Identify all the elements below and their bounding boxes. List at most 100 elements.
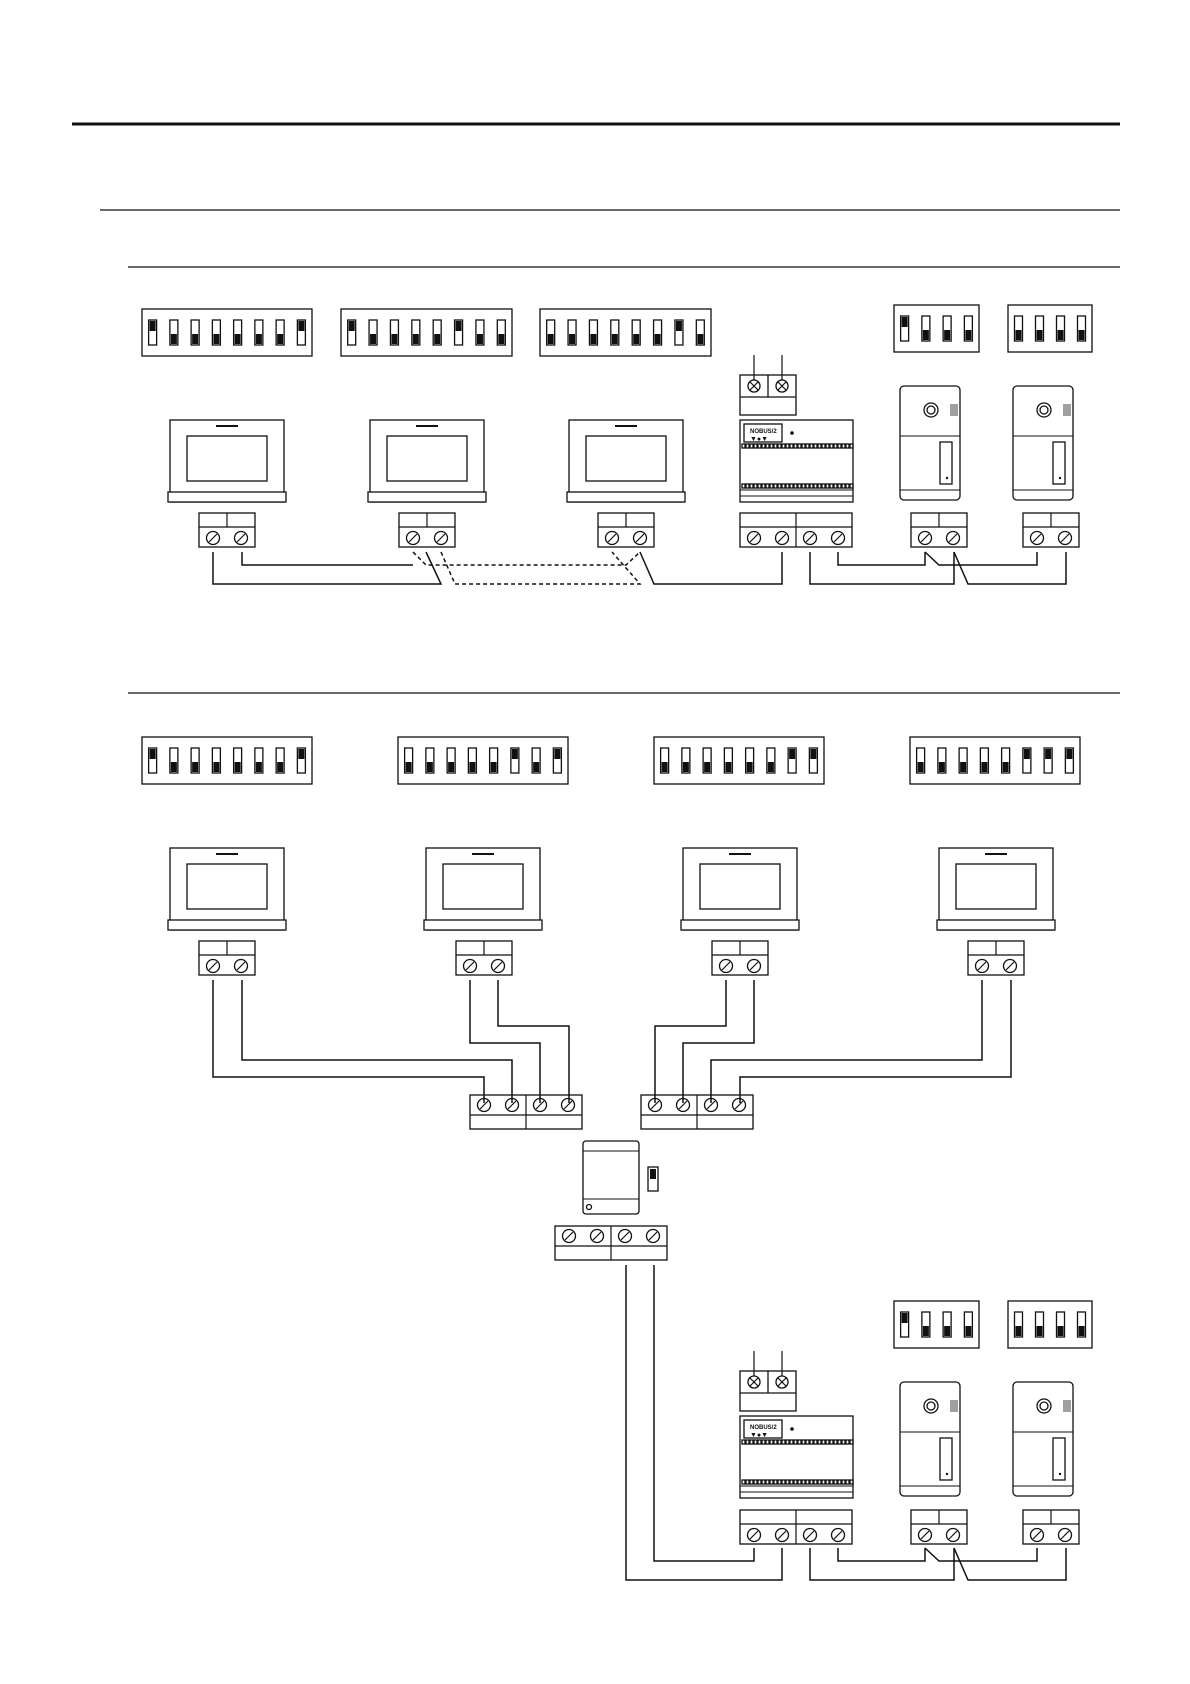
monitor-bottom-3: [681, 848, 799, 930]
dip-switch-bottom-monitor-3: [654, 737, 824, 784]
dip-knob: [498, 334, 504, 344]
video-distributor: [583, 1141, 639, 1214]
dip-knob: [768, 762, 774, 772]
dip-knob: [512, 749, 518, 759]
terminal-top-power: [740, 513, 852, 547]
terminal-top-monitor-2: [399, 513, 455, 547]
dip-knob: [1037, 330, 1043, 340]
dip-knob: [434, 334, 440, 344]
svg-text:▼●▼: ▼●▼: [750, 436, 768, 443]
dip-knob: [554, 749, 560, 759]
dip-knob: [725, 762, 731, 772]
dip-knob: [477, 334, 483, 344]
dip-switch-top-panel-1: [894, 305, 979, 352]
power-supply-top: NOBUS/2▼●▼: [740, 420, 853, 502]
dip-knob: [612, 334, 618, 344]
dip-switch-bottom-monitor-2: [398, 737, 568, 784]
door-panel-top-1: [900, 386, 960, 500]
monitor-bottom-2: [424, 848, 542, 930]
wiring-top: [213, 552, 1066, 584]
terminal-bottom-panel-1: [911, 1510, 967, 1544]
monitor-bottom-1: [168, 848, 286, 930]
dip-switch-bottom-panel-2: [1008, 1301, 1092, 1348]
wiring-bottom-riser: [626, 1265, 1066, 1580]
dip-knob: [655, 334, 661, 344]
dip-knob: [427, 762, 433, 772]
dip-switch-bottom-panel-1: [894, 1301, 979, 1348]
dip-knob: [1079, 330, 1085, 340]
dip-knob: [704, 762, 710, 772]
dip-knob: [683, 762, 689, 772]
dip-knob: [533, 762, 539, 772]
dip-knob: [1016, 330, 1022, 340]
dip-knob: [569, 334, 575, 344]
mains-terminal-bottom: [740, 1351, 796, 1411]
dip-knob: [960, 762, 966, 772]
dip-knob: [697, 334, 703, 344]
door-panel-top-2: [1013, 386, 1073, 500]
dip-knob: [213, 334, 219, 344]
terminal-distributor-right: [641, 1095, 753, 1129]
dip-knob: [235, 762, 241, 772]
dip-switch-top-monitor-2: [341, 309, 512, 356]
dip-knob: [676, 321, 682, 331]
dip-switch-bottom-monitor-4: [910, 737, 1080, 784]
dip-knob: [298, 321, 304, 331]
dip-knob: [789, 749, 795, 759]
dip-knob: [298, 749, 304, 759]
dip-knob: [391, 334, 397, 344]
dip-knob: [150, 321, 156, 331]
dip-knob: [902, 1313, 908, 1323]
monitor-top-2: [368, 420, 486, 502]
dip-knob: [923, 1326, 929, 1336]
dip-knob: [548, 334, 554, 344]
terminal-bottom-power: [740, 1510, 852, 1544]
dip-knob: [1066, 749, 1072, 759]
wiring-bottom-monitors: [213, 980, 1011, 1103]
dip-knob: [590, 334, 596, 344]
dip-switch-top-monitor-3: [540, 309, 711, 356]
dip-knob: [256, 762, 262, 772]
dip-knob: [662, 762, 668, 772]
dip-knob: [939, 762, 945, 772]
monitor-top-1: [168, 420, 286, 502]
dip-knob: [469, 762, 475, 772]
dip-switch-top-monitor-1: [142, 309, 312, 356]
terminal-top-monitor-3: [598, 513, 654, 547]
dip-knob: [1079, 1326, 1085, 1336]
dip-knob: [965, 1326, 971, 1336]
power-supply-label: NOBUS/2: [750, 1425, 777, 1431]
door-panel-bottom-2: [1013, 1382, 1073, 1496]
dip-knob: [650, 1169, 656, 1179]
terminal-bottom-monitor-1: [199, 941, 255, 975]
dip-knob: [277, 762, 283, 772]
mains-terminal-top: [740, 355, 796, 415]
terminal-bottom-panel-2: [1023, 1510, 1079, 1544]
terminal-top-panel-1: [911, 513, 967, 547]
terminal-bottom-monitor-4: [968, 941, 1024, 975]
dip-knob: [235, 334, 241, 344]
dip-knob: [747, 762, 753, 772]
dip-knob: [448, 762, 454, 772]
dip-knob: [213, 762, 219, 772]
dip-knob: [277, 334, 283, 344]
terminal-top-monitor-1: [199, 513, 255, 547]
dip-knob: [981, 762, 987, 772]
dip-knob: [1058, 330, 1064, 340]
dip-switch-top-panel-2: [1008, 305, 1092, 352]
dip-knob: [413, 334, 419, 344]
dip-knob: [1058, 1326, 1064, 1336]
dip-switch-bottom-monitor-1: [142, 737, 312, 784]
dip-knob: [633, 334, 639, 344]
terminal-distributor-input: [555, 1226, 667, 1260]
power-supply-label: NOBUS/2: [750, 429, 777, 435]
power-supply-bottom: NOBUS/2▼●▼: [740, 1416, 853, 1498]
terminal-bottom-monitor-2: [456, 941, 512, 975]
dip-knob: [965, 330, 971, 340]
dip-knob: [1037, 1326, 1043, 1336]
monitor-top-3: [567, 420, 685, 502]
dip-knob: [918, 762, 924, 772]
dip-knob: [1016, 1326, 1022, 1336]
dip-knob: [944, 330, 950, 340]
